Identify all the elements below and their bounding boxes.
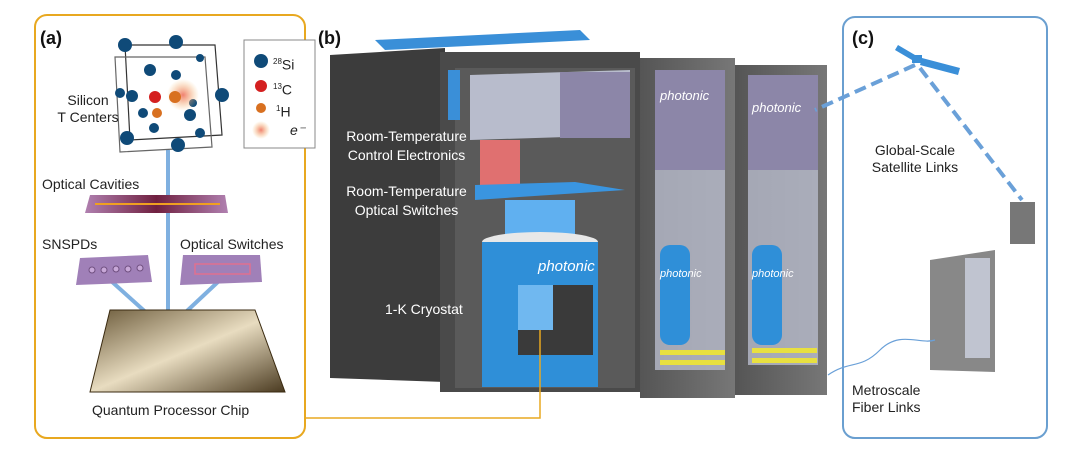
- legend-electron-icon: [252, 121, 270, 139]
- quantum-chip-label: Quantum Processor Chip: [92, 402, 250, 418]
- satellite-links-label: Global-Scale Satellite Links: [860, 142, 970, 176]
- control-electronics-label: Room-Temperature Control Electronics: [334, 127, 479, 165]
- legend-h-symbol: H: [280, 103, 291, 120]
- panel-c-frame: [842, 16, 1048, 439]
- legend-electron: e⁻: [290, 122, 306, 138]
- satellite-icon: [895, 45, 960, 75]
- optical-cavities-label: Optical Cavities: [42, 176, 140, 192]
- t-centers-label-line2: T Centers: [57, 109, 119, 125]
- satellite-link-1: [814, 63, 916, 112]
- optical-switches-rt-label: Room-Temperature Optical Switches: [334, 182, 479, 220]
- cryostat-label: 1-K Cryostat: [385, 301, 463, 317]
- small-rack: [1010, 202, 1035, 244]
- legend-si-symbol: Si: [281, 56, 295, 73]
- silicon-lattice: [114, 44, 223, 153]
- hydrogen-atom: [152, 108, 162, 118]
- satellite-link-2: [918, 66, 1024, 202]
- panel-a-frame: [34, 14, 306, 439]
- brand-logo-rack-1: photonic: [660, 88, 710, 103]
- fiber-links-line2: Fiber Links: [852, 399, 921, 415]
- legend-si-icon: [254, 54, 268, 68]
- legend-c-icon: [255, 80, 267, 92]
- optical-switches-rt-line1: Room-Temperature: [346, 183, 467, 199]
- panel-b-tag: (b): [318, 28, 341, 48]
- legend-h-mass: 1: [276, 104, 281, 113]
- control-electronics-line1: Room-Temperature: [346, 128, 467, 144]
- server-racks: [330, 30, 827, 398]
- legend-si: 28Si: [273, 53, 294, 74]
- legend-c: 13C: [273, 78, 292, 99]
- t-centers-label: Silicon T Centers: [48, 92, 128, 126]
- hydrogen-atom-2: [169, 91, 181, 103]
- lattice-atoms: [115, 35, 229, 152]
- control-electronics-line2: Control Electronics: [347, 147, 466, 163]
- panel-c-tag: (c): [852, 28, 874, 48]
- optical-switch-chip: [180, 255, 262, 285]
- brand-logo-rack-2-cryo: photonic: [752, 268, 794, 280]
- brand-logo-cryostat: photonic: [538, 258, 595, 275]
- legend-h: 1H: [276, 100, 291, 121]
- legend-si-mass: 28: [273, 57, 282, 66]
- quantum-processor-chip: [89, 309, 286, 393]
- fiber-links-label: Metroscale Fiber Links: [852, 382, 920, 416]
- legend-c-mass: 13: [273, 82, 282, 91]
- chip-to-cryostat-connector: [305, 330, 541, 419]
- carbon-atom: [149, 91, 161, 103]
- snspds-label: SNSPDs: [42, 236, 98, 252]
- t-centers-label-line1: Silicon: [67, 92, 109, 108]
- satellite-links-line2: Satellite Links: [871, 159, 959, 175]
- legend-c-symbol: C: [281, 81, 293, 98]
- panel-a-tag: (a): [40, 28, 62, 48]
- fiber-link: [827, 338, 936, 376]
- satellite-links-line1: Global-Scale: [874, 142, 956, 158]
- legend-h-icon: [256, 103, 266, 113]
- optical-switches-label: Optical Switches: [180, 236, 284, 252]
- brand-logo-rack-2: photonic: [752, 100, 802, 115]
- fiber-links-line1: Metroscale: [852, 382, 921, 398]
- brand-logo-rack-1-cryo: photonic: [660, 268, 702, 280]
- optical-switches-rt-line2: Optical Switches: [354, 202, 459, 218]
